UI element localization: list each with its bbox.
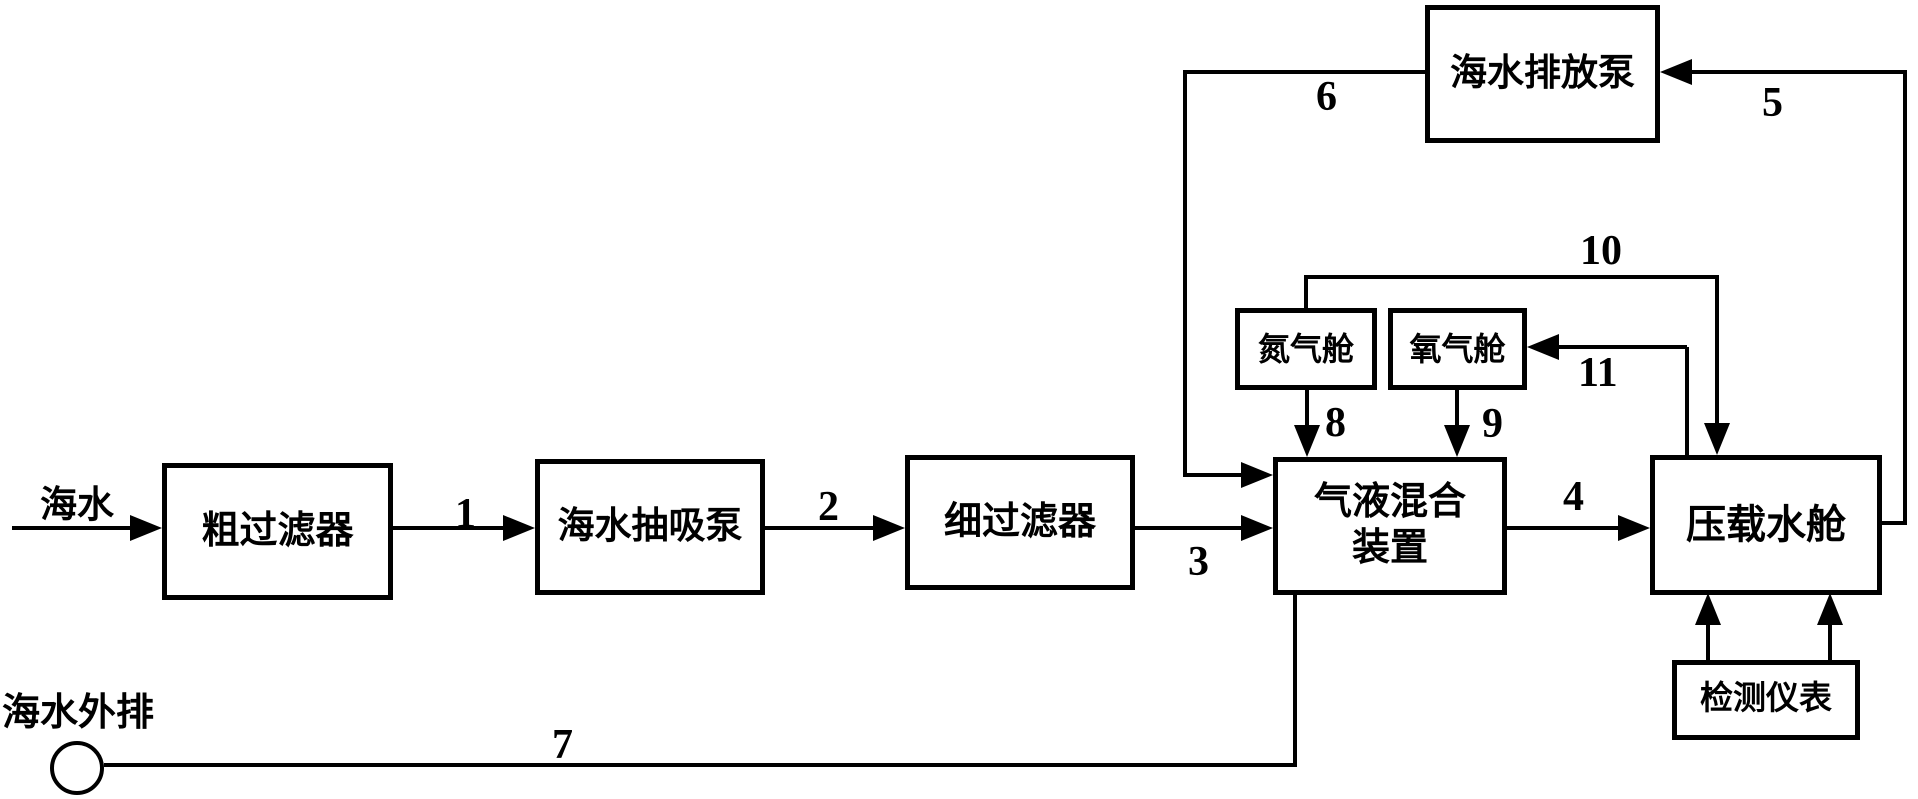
flow-8-arrowhead-icon <box>1294 425 1320 457</box>
flow-1-arrowhead-icon <box>503 515 535 541</box>
mixing-device-node: 气液混合 装置 <box>1273 457 1507 595</box>
flow-line-10-horizontal <box>1304 275 1719 279</box>
fine-filter-label: 细过滤器 <box>943 500 1096 543</box>
flow-line-6-horizontal <box>1185 70 1425 74</box>
flow-6-arrowhead-icon <box>1241 462 1273 488</box>
inlet-arrowhead-icon <box>130 515 162 541</box>
ballast-tank-node: 压载水舱 <box>1650 455 1882 595</box>
flow-number-9: 9 <box>1482 401 1503 447</box>
discharge-pump-node: 海水排放泵 <box>1425 5 1660 143</box>
inlet-line <box>12 526 132 530</box>
suction-pump-label: 海水抽吸泵 <box>557 505 743 547</box>
mixing-device-label-line1: 气液混合 <box>1313 481 1466 524</box>
coarse-filter-node: 粗过滤器 <box>162 463 393 600</box>
flow-line-4 <box>1507 526 1622 530</box>
flow-line-3 <box>1135 526 1245 530</box>
ballast-tank-label: 压载水舱 <box>1686 502 1846 547</box>
overboard-outlet-circle-icon <box>50 741 104 795</box>
flow-10-arrowhead-icon <box>1704 423 1730 455</box>
suction-pump-node: 海水抽吸泵 <box>535 459 765 595</box>
flow-line-7-vertical <box>1293 595 1297 767</box>
flow-3-arrowhead-icon <box>1241 515 1273 541</box>
mixing-device-label-line2: 装置 <box>1351 527 1428 569</box>
flow-line-11-vertical <box>1685 347 1689 455</box>
flow-9-arrowhead-icon <box>1444 425 1470 457</box>
flow-11-arrowhead-icon <box>1527 334 1559 360</box>
flow-2-arrowhead-icon <box>873 515 905 541</box>
flow-number-1: 1 <box>455 491 476 537</box>
discharge-pump-label: 海水排放泵 <box>1450 52 1635 94</box>
fine-filter-node: 细过滤器 <box>905 455 1135 590</box>
flow-number-5: 5 <box>1762 80 1783 126</box>
flow-4-arrowhead-icon <box>1618 515 1650 541</box>
flow-number-10: 10 <box>1580 228 1622 274</box>
flow-number-4: 4 <box>1563 474 1584 520</box>
flow-number-2: 2 <box>818 484 839 530</box>
flow-number-3: 3 <box>1188 539 1209 585</box>
nitrogen-tank-node: 氮气舱 <box>1235 308 1377 390</box>
flow-line-9 <box>1455 390 1459 427</box>
oxygen-tank-label: 氧气舱 <box>1409 330 1506 367</box>
flow-line-5-horizontal <box>1692 70 1905 74</box>
flow-line-1 <box>393 526 507 530</box>
flow-line-6-vertical <box>1183 70 1187 477</box>
flow-number-8: 8 <box>1325 400 1346 446</box>
flow-number-7: 7 <box>552 722 573 768</box>
sensor-right-arrowhead-icon <box>1817 593 1843 625</box>
flow-line-5-vertical <box>1903 70 1907 525</box>
flow-number-6: 6 <box>1316 74 1337 120</box>
sensor-line-left <box>1706 625 1710 660</box>
flow-number-11: 11 <box>1578 350 1618 396</box>
sensor-left-arrowhead-icon <box>1695 593 1721 625</box>
sensor-line-right <box>1828 625 1832 660</box>
nitrogen-tank-label: 氮气舱 <box>1257 330 1354 367</box>
instruments-node: 检测仪表 <box>1672 660 1860 740</box>
flow-line-8 <box>1305 390 1309 427</box>
flow-line-5-stub <box>1882 521 1907 525</box>
overboard-label: 海水外排 <box>2 692 155 734</box>
coarse-filter-label: 粗过滤器 <box>201 509 354 552</box>
flow-line-7-horizontal <box>104 763 1297 767</box>
oxygen-tank-node: 氧气舱 <box>1388 308 1527 390</box>
flow-line-2 <box>765 526 877 530</box>
flow-line-6-stub <box>1185 473 1241 477</box>
flow-line-10-right-vertical <box>1715 277 1719 423</box>
seawater-inlet-label: 海水 <box>40 485 114 526</box>
instruments-label: 检测仪表 <box>1700 681 1832 718</box>
flow-5-arrowhead-icon <box>1660 59 1692 85</box>
flow-line-11-horizontal <box>1559 345 1687 349</box>
flow-line-10-left-vertical <box>1304 277 1308 308</box>
